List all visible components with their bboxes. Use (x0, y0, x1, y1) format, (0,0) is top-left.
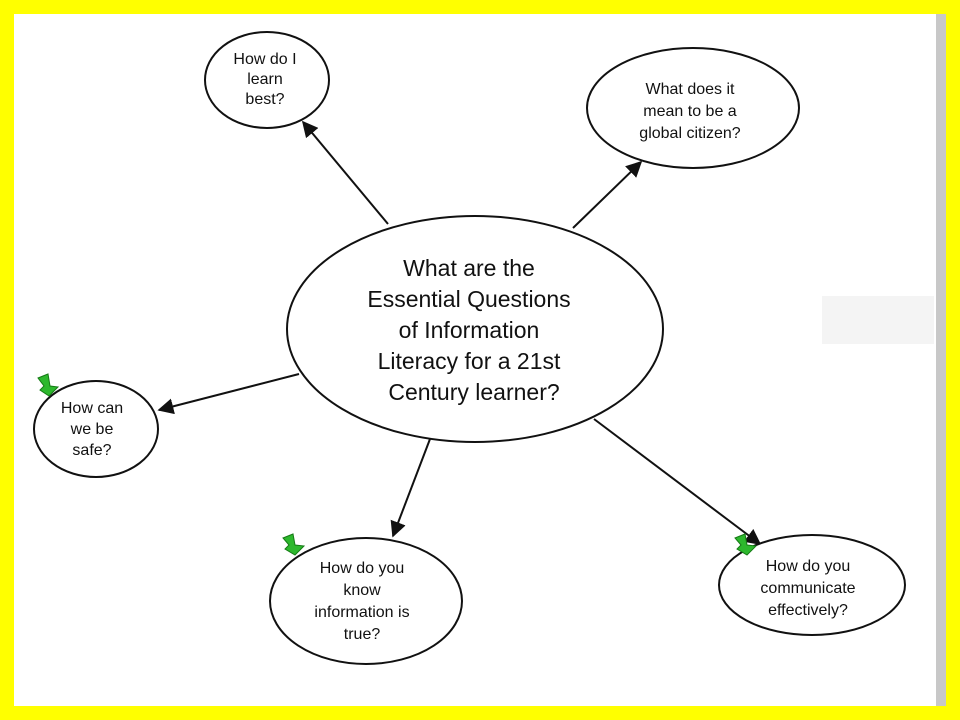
blank-gray-box (822, 296, 934, 344)
node-learn-best: How do I learn best? (204, 31, 330, 129)
central-line-3: of Information (399, 317, 540, 343)
central-node: What are the Essential Questions of Info… (286, 215, 664, 443)
global-citizen-line-3: global citizen? (639, 125, 741, 142)
edge-to-global-citizen (572, 160, 643, 229)
edge-to-be-safe (157, 373, 300, 415)
global-citizen-line-1: What does it (646, 81, 735, 98)
info-true-line-2: know (343, 582, 381, 599)
communicate-line-2: communicate (760, 580, 855, 597)
central-line-5: Century learner? (388, 379, 559, 405)
central-line-4: Literacy for a 21st (378, 348, 561, 374)
info-true-line-4: true? (344, 626, 381, 643)
be-safe-line-1: How can (61, 400, 123, 417)
communicate-line-3: effectively? (768, 602, 848, 619)
learn-best-line-3: best? (245, 91, 284, 108)
learn-best-line-2: learn (247, 71, 283, 88)
green-flag-icon (734, 533, 758, 556)
info-true-line-3: information is (314, 604, 409, 621)
edge-to-info-true (390, 438, 431, 538)
learn-best-line-1: How do I (233, 51, 296, 68)
be-safe-line-2: we be (70, 421, 114, 438)
node-communicate: How do you communicate effectively? (718, 533, 906, 636)
edge-to-learn-best (301, 120, 389, 225)
right-shadow (936, 14, 946, 706)
node-be-safe: How can we be safe? (33, 373, 159, 478)
central-line-1: What are the (403, 255, 535, 281)
green-flag-icon (282, 533, 306, 556)
info-true-line-1: How do you (320, 560, 405, 577)
green-flag-icon (37, 373, 60, 397)
node-global-citizen: What does it mean to be a global citizen… (586, 47, 800, 169)
central-line-2: Essential Questions (367, 286, 570, 312)
be-safe-line-3: safe? (72, 442, 111, 459)
communicate-line-1: How do you (766, 558, 851, 575)
edge-to-communicate (593, 418, 762, 545)
global-citizen-line-2: mean to be a (643, 103, 737, 120)
node-info-true: How do you know information is true? (269, 533, 463, 665)
